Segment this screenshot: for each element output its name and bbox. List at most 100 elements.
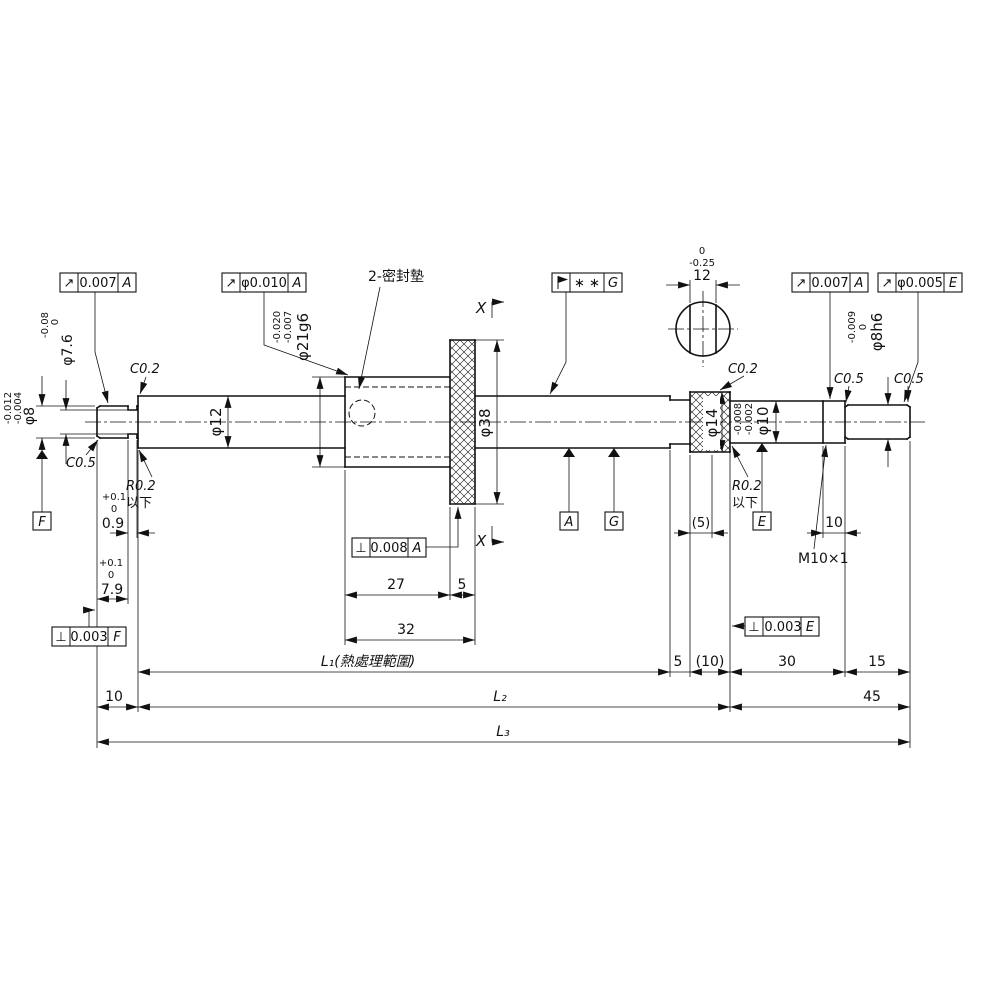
dia-10-tol-lower: -0.008 bbox=[733, 403, 744, 435]
circular-runout-icon: ↗ bbox=[882, 276, 893, 291]
dia-7-6-tol-upper: 0 bbox=[50, 319, 61, 325]
circular-runout-icon: ↗ bbox=[226, 276, 237, 291]
extension-lines bbox=[36, 280, 911, 748]
seg-10-value: 10 bbox=[105, 689, 123, 705]
section-label-x-top: X bbox=[475, 299, 487, 317]
nut-length-value: 27 bbox=[387, 577, 405, 593]
dia-8h6-tol-lower: -0.009 bbox=[847, 311, 858, 343]
datum-box-a bbox=[559, 511, 579, 531]
flat-length-ref-value: (5) bbox=[692, 516, 710, 531]
section-label-x-bottom: X bbox=[475, 532, 487, 550]
seg-45-value: 45 bbox=[863, 689, 881, 705]
fillet-r02-left: R0.2 bbox=[126, 479, 156, 494]
annotation-texts: 2-密封墊 X X C0.2 C0.5 R0.2 以下 C0.2 C0.5 C0… bbox=[66, 268, 924, 567]
chamfer-c02-left: C0.2 bbox=[130, 362, 160, 377]
datum-box-f bbox=[32, 511, 52, 531]
dimension-texts: 0 -0.25 12 +0.1 0 0.9 +0.1 0 7.9 27 5 32… bbox=[99, 246, 886, 740]
circular-runout-icon: ↗ bbox=[64, 276, 75, 291]
datum-letter-f: F bbox=[38, 515, 46, 530]
neck-length-value: 5 bbox=[674, 654, 683, 670]
l3-label: L₃ bbox=[496, 724, 510, 740]
dia-10-label: φ10 bbox=[754, 407, 772, 436]
groove-width-value: 0.9 bbox=[102, 516, 124, 532]
datum-box-e bbox=[752, 511, 772, 531]
datum-letter-a: A bbox=[564, 515, 574, 530]
datum-letter-g: G bbox=[609, 515, 619, 530]
perp-right-datum: E bbox=[806, 620, 815, 635]
dia-21g6-label: φ21g6 bbox=[294, 313, 312, 361]
flange-hatch bbox=[450, 340, 475, 504]
perp-left-datum: F bbox=[113, 630, 121, 645]
chamfer-c05-left: C0.5 bbox=[66, 456, 96, 471]
datum-box-g bbox=[604, 511, 624, 531]
dia-7-6-label: φ7.6 bbox=[60, 334, 76, 366]
tip-length-tol-lower: 0 bbox=[108, 570, 114, 581]
dia-8h6-tol-upper: 0 bbox=[858, 324, 869, 330]
circular-runout-icon: ↗ bbox=[796, 276, 807, 291]
label-backing bbox=[703, 396, 720, 450]
runout-end-tolerance: φ0.005 bbox=[897, 276, 943, 291]
perpendicularity-icon: ⊥ bbox=[55, 630, 66, 645]
flag-frame-datum: G bbox=[608, 276, 618, 291]
dia-8-tol-upper: -0.004 bbox=[13, 392, 24, 424]
datum-letter-e: E bbox=[758, 515, 767, 530]
groove-width-tol-lower: 0 bbox=[111, 504, 117, 515]
leader-lines bbox=[83, 286, 919, 630]
datum-triangle-f bbox=[36, 450, 48, 459]
l2-label: L₂ bbox=[493, 689, 507, 705]
datum-symbols: F A G E bbox=[32, 443, 772, 531]
fillet-r02-left-suffix: 以下 bbox=[126, 496, 152, 511]
dia-21g6-tol-upper: -0.007 bbox=[283, 311, 294, 343]
section-arrow-bottom bbox=[491, 526, 504, 546]
runout-end-datum: E bbox=[949, 276, 958, 291]
flag-icon bbox=[557, 276, 568, 289]
chamfer-c05-mid: C0.5 bbox=[834, 372, 864, 387]
flats-width-tol-lower: -0.25 bbox=[689, 258, 715, 269]
runout-left-tolerance: 0.007 bbox=[79, 276, 116, 291]
dia-8-label: φ8 bbox=[22, 407, 38, 425]
chamfer-c05-end: C0.5 bbox=[894, 372, 924, 387]
gdt-frames: ↗ 0.007 A ↗ φ0.010 A ∗ ∗ G ↗ 0.007 A ↗ φ… bbox=[51, 272, 963, 647]
dia-14-label: φ14 bbox=[703, 409, 721, 438]
flats-width-tol-upper: 0 bbox=[699, 246, 705, 257]
runout-thread-tolerance: 0.007 bbox=[811, 276, 848, 291]
flats-width-value: 12 bbox=[693, 268, 711, 284]
fillet-r02-right: R0.2 bbox=[732, 479, 762, 494]
datum-triangle-e bbox=[756, 443, 768, 452]
diameter-labels: φ7.6 0 -0.08 φ8 -0.004 -0.012 φ12 φ21g6 … bbox=[3, 311, 886, 450]
datum-triangle-g bbox=[608, 448, 620, 457]
perp-flange-tolerance: 0.008 bbox=[370, 541, 407, 556]
datum-triangle-a bbox=[563, 448, 575, 457]
section-arrow-top bbox=[491, 298, 504, 318]
fillet-r02-right-suffix: 以下 bbox=[732, 496, 758, 511]
dia-21g6-tol-lower: -0.020 bbox=[272, 311, 283, 343]
dia-10-tol-upper: -0.002 bbox=[744, 403, 755, 435]
chamfer-c02-right: C0.2 bbox=[728, 362, 758, 377]
flag-frame-value: ∗ ∗ bbox=[574, 276, 600, 291]
seg-30-value: 30 bbox=[778, 654, 796, 670]
tip-length-tol-upper: +0.1 bbox=[99, 558, 123, 569]
hidden-lines bbox=[345, 386, 450, 458]
nut-total-value: 32 bbox=[397, 622, 415, 638]
seg-15-value: 15 bbox=[868, 654, 886, 670]
dia-38-label: φ38 bbox=[476, 409, 494, 438]
section-view-circle bbox=[675, 301, 731, 357]
dia-8-tol-lower: -0.012 bbox=[3, 392, 14, 424]
dia-7-6-tol-lower: -0.08 bbox=[40, 312, 51, 338]
centerlines bbox=[85, 291, 925, 423]
dia-12-label: φ12 bbox=[207, 408, 225, 437]
thread-length-value: 10 bbox=[825, 515, 843, 531]
runout-left-datum: A bbox=[122, 276, 132, 291]
shaft-outline bbox=[95, 339, 912, 505]
tip-length-value: 7.9 bbox=[101, 582, 123, 598]
runout-journal-tolerance: φ0.010 bbox=[241, 276, 287, 291]
flats-seg-ref-value: (10) bbox=[696, 654, 725, 670]
groove-width-tol-upper: +0.1 bbox=[102, 492, 126, 503]
perp-left-tolerance: 0.003 bbox=[70, 630, 107, 645]
perp-right-tolerance: 0.003 bbox=[764, 620, 801, 635]
runout-journal-datum: A bbox=[292, 276, 302, 291]
dimension-lines bbox=[38, 281, 910, 746]
perpendicularity-icon: ⊥ bbox=[355, 541, 366, 556]
